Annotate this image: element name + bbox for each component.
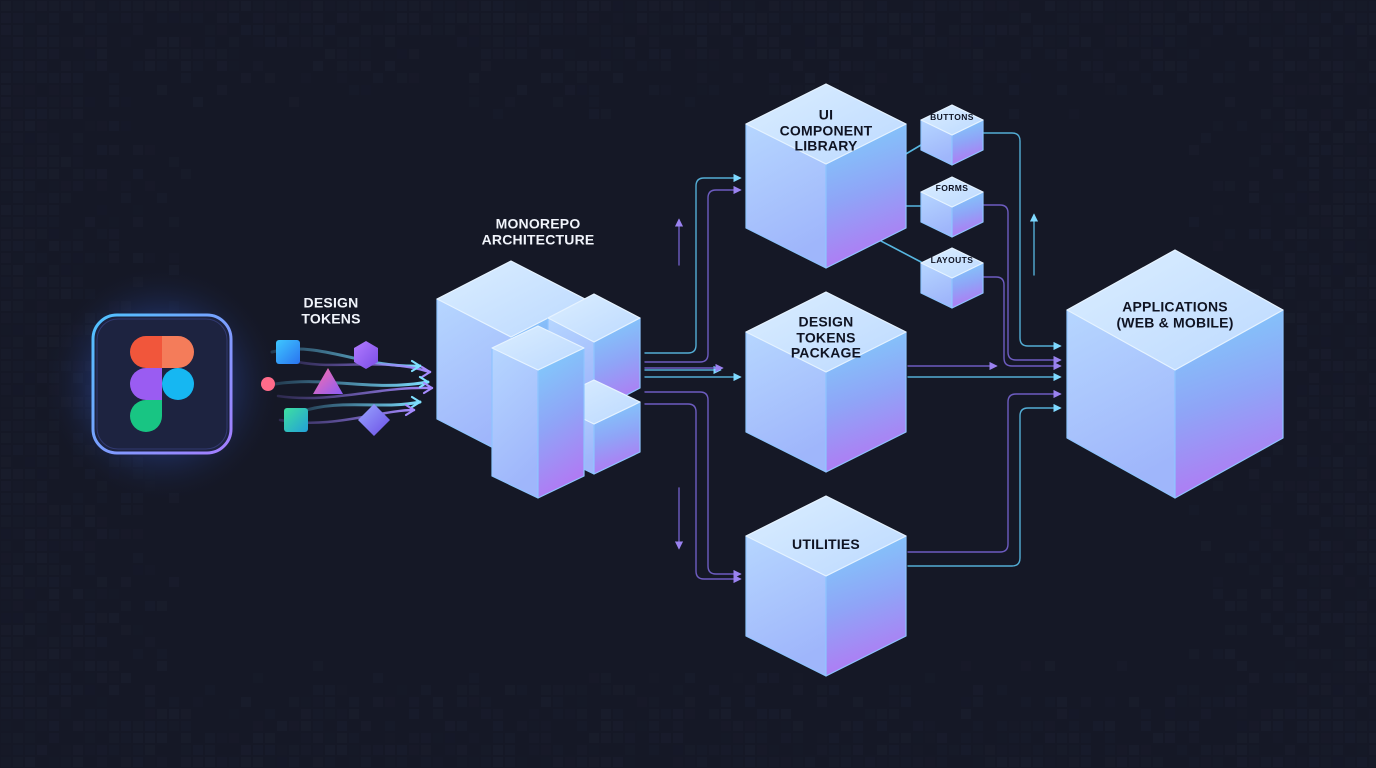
- utilities-label: UTILITIES: [792, 536, 860, 553]
- design-tokens-label: DESIGN TOKENS: [301, 294, 361, 326]
- connector-line: [907, 403, 1062, 567]
- triangle-token-icon: [313, 368, 343, 394]
- connector-line: [644, 391, 742, 579]
- arrow-icon: [410, 359, 422, 373]
- cube-layer: [436, 83, 1284, 677]
- connector-line: [983, 276, 1062, 371]
- forms-label: FORMS: [935, 183, 969, 194]
- ui-library-label: UI COMPONENT LIBRARY: [779, 106, 873, 154]
- applications-label: APPLICATIONS (WEB & MOBILE): [1116, 298, 1234, 330]
- layouts-label: LAYOUTS: [930, 255, 974, 266]
- arrow-icon: [404, 403, 416, 417]
- forms-cube: [920, 176, 984, 238]
- token-stream: [276, 386, 434, 400]
- tokens-package-cube: [745, 291, 907, 473]
- circle-token-icon: [261, 377, 275, 391]
- arrow-icon: [410, 395, 422, 409]
- figma-logo-icon: [42, 264, 282, 504]
- green-square-token-icon: [284, 408, 308, 432]
- applications-cube: [1066, 249, 1284, 499]
- token-stream: [273, 380, 430, 387]
- connector-layer: [644, 132, 1062, 584]
- connector-line: [644, 185, 742, 363]
- buttons-cube: [920, 104, 984, 166]
- token-stream: [288, 358, 432, 374]
- square-token-icon: [276, 340, 300, 364]
- hexagon-token-icon: [354, 341, 378, 369]
- connector-line: [983, 204, 1062, 365]
- tokens-package-label: DESIGN TOKENS PACKAGE: [790, 313, 862, 361]
- monorepo-label: MONOREPO ARCHITECTURE: [481, 215, 595, 247]
- utilities-cube: [745, 495, 907, 677]
- connector-line: [644, 403, 742, 584]
- token-stream: [298, 400, 422, 414]
- token-shapes: [261, 340, 390, 436]
- ui-library-cube: [745, 83, 907, 269]
- connector-line: [907, 389, 1062, 553]
- arrow-icon: [422, 381, 434, 395]
- connector-line: [983, 132, 1062, 351]
- arrow-icon: [420, 365, 432, 379]
- diamond-token-icon: [358, 404, 390, 436]
- connector-line: [644, 173, 742, 354]
- layouts-cube: [920, 247, 984, 309]
- arrow-icon: [418, 375, 430, 389]
- buttons-label: BUTTONS: [930, 112, 974, 123]
- monorepo-front-block: [491, 325, 585, 499]
